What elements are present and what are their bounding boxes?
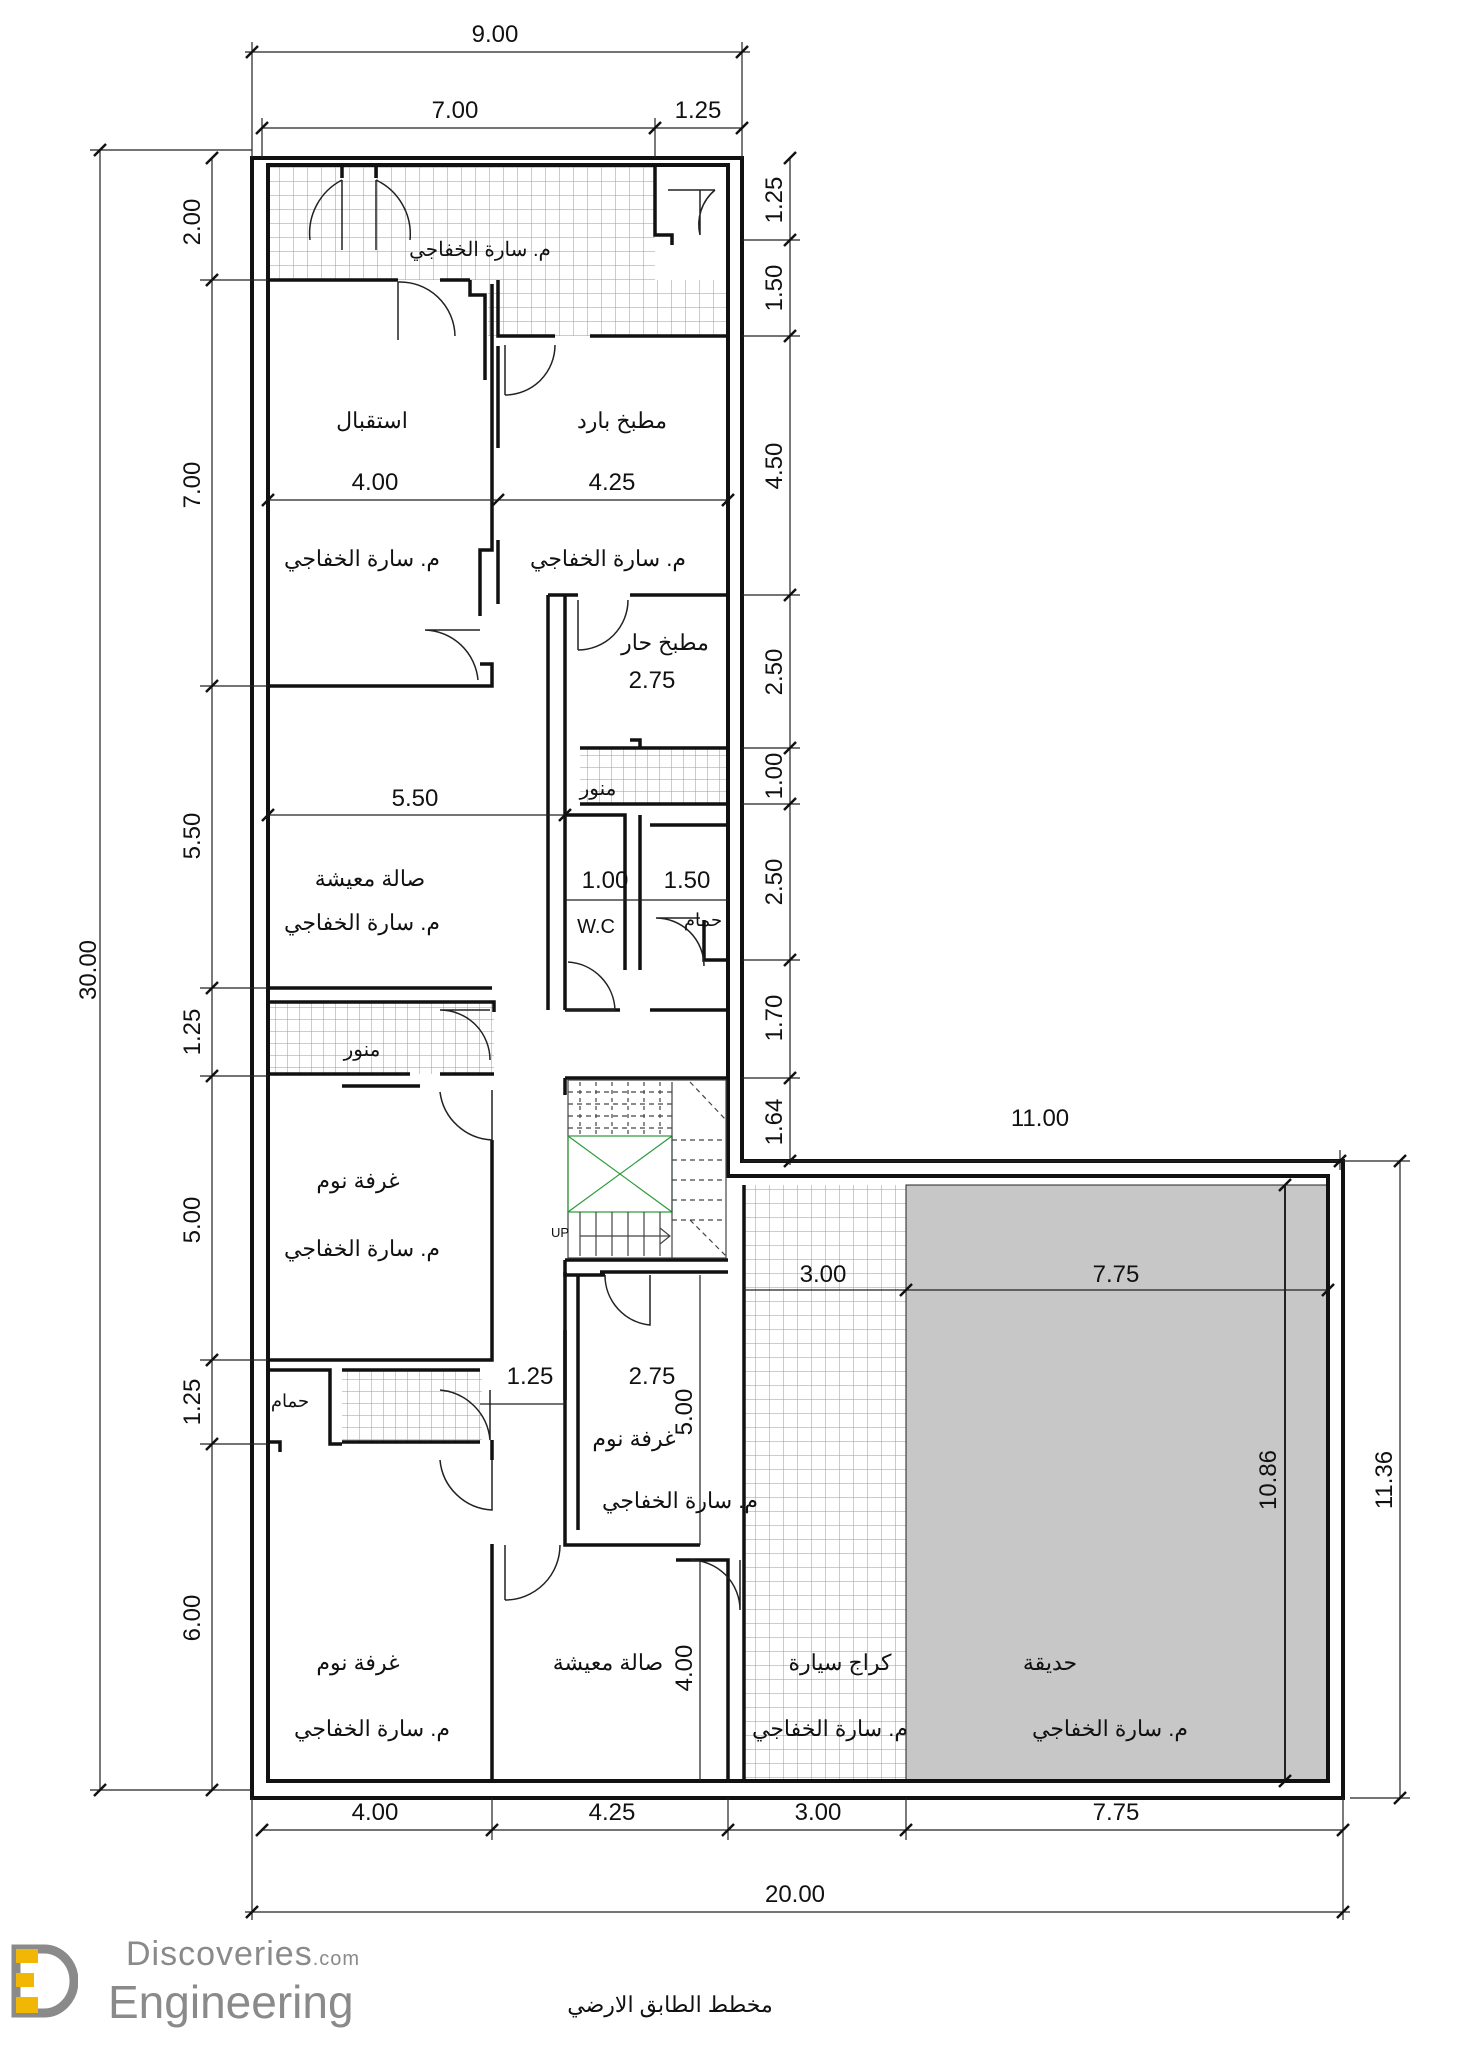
dim-living1-w: 5.50 [392,785,439,812]
label-wc: W.C [577,916,615,938]
dim-bottom-1: 4.00 [352,1799,399,1826]
dim-left-1: 2.00 [179,199,206,246]
label-living-1: صالة معيشة [315,866,425,891]
dim-right-6: 2.50 [761,859,788,906]
dim-top-b: 1.25 [675,97,722,124]
dim-wc-w: 1.00 [582,867,629,894]
dim-left-3: 5.50 [179,813,206,860]
garden-area [905,1184,1329,1782]
label-bedroom-2: غرفة نوم [316,1650,399,1676]
label-hot-kitchen: مطبخ حار [620,630,709,656]
dim-bed3-w: 2.75 [629,1363,676,1390]
dim-right-5: 1.00 [761,753,788,800]
label-garden: حديقة [1023,1650,1077,1675]
dim-top-a: 7.00 [432,97,479,124]
corridor-tiles [342,1370,482,1442]
dim-garage-w: 3.00 [800,1261,847,1288]
note-kitchen: م. سارة الخفاجي [530,546,686,572]
dim-left-2: 7.00 [179,462,206,509]
dim-right-8: 1.64 [761,1099,788,1146]
note-garden: م. سارة الخفاجي [1032,1716,1188,1742]
dim-top-total: 9.00 [472,21,519,48]
tiled-areas [268,165,906,1781]
dim-ext-top: 11.00 [1011,1105,1069,1132]
room-labels: استقبال مطبخ بارد مطبخ حار منور صالة معي… [271,408,1077,1676]
dim-left-6: 1.25 [179,1379,206,1426]
dim-hot-kitchen-w: 2.75 [629,667,676,694]
staircase [567,1079,727,1259]
dim-cold-kitchen-w: 4.25 [589,469,636,496]
dim-left-4: 1.25 [179,1009,206,1056]
note-bedroom-1: م. سارة الخفاجي [284,1236,440,1262]
label-garage: كراج سيارة [789,1650,892,1676]
dim-bed3-h: 5.00 [671,1389,698,1436]
light-well-1-tiles [580,748,726,804]
entrance-tiles-2 [488,280,728,336]
dim-bottom-4: 7.75 [1093,1799,1140,1826]
label-living-2: صالة معيشة [553,1650,663,1675]
note-entrance: م. سارة الخفاجي [409,239,551,261]
light-well-2-tiles [268,1002,494,1074]
label-cold-kitchen: مطبخ بارد [577,408,667,434]
dim-ext-right-inner: 10.86 [1255,1450,1282,1510]
author-notes: م. سارة الخفاجي م. سارة الخفاجي م. سارة … [284,239,1188,1742]
watermark-top: Discoveries.com [126,1935,361,1973]
note-bedroom-3: م. سارة الخفاجي [602,1488,758,1514]
label-bedroom-3: غرفة نوم [592,1426,675,1452]
dim-ticks [93,45,1407,1919]
dim-left-5: 5.00 [179,1197,206,1244]
entrance-tiles [270,165,655,280]
label-light-well-1: منور [579,778,617,800]
plan-title: مخطط الطابق الارضي [567,1992,773,2017]
dim-right-2: 1.50 [761,265,788,312]
dim-ext-right-outer: 11.36 [1371,1451,1398,1509]
note-reception: م. سارة الخفاجي [284,546,440,572]
note-bedroom-2: م. سارة الخفاجي [294,1716,450,1742]
dim-bottom-2: 4.25 [589,1799,636,1826]
dim-bottom-total: 20.00 [765,1881,825,1908]
watermark-logo: Discoveries.com Engineering [8,1935,408,2028]
watermark-bottom: Engineering [108,1976,354,2028]
dim-corridor-w: 1.25 [507,1363,554,1390]
dim-bottom-3: 3.00 [795,1799,842,1826]
dim-garden-w: 7.75 [1093,1261,1140,1288]
label-bath-1: حمام [684,910,722,931]
label-bedroom-1: غرفة نوم [316,1168,399,1194]
dim-left-total: 30.00 [75,940,102,1000]
label-up: UP [551,1225,569,1240]
dim-left-7: 6.00 [179,1595,206,1642]
label-light-well-2: منور [343,1039,381,1061]
inner-wall-outline [266,163,1330,1783]
dim-right-4: 2.50 [761,649,788,696]
dim-right-1: 1.25 [761,177,788,224]
doors [308,179,741,1611]
label-bath-2: حمام [271,1391,309,1412]
exterior-dim-lines [90,42,1410,1920]
note-living-1: م. سارة الخفاجي [284,910,440,936]
note-garage: م. سارة الخفاجي [752,1716,908,1742]
dimension-labels: 9.00 7.00 1.25 30.00 2.00 7.00 5.50 1.25… [75,21,1398,1908]
interior-walls [266,165,746,1781]
dim-bath1-w: 1.50 [664,867,711,894]
logo-mark-icon [11,1944,78,2018]
garage-tiles [744,1185,906,1781]
dim-reception-w: 4.00 [352,469,399,496]
dim-living2-h: 4.00 [671,1645,698,1692]
label-reception: استقبال [336,408,408,433]
dim-right-7: 1.70 [761,995,788,1042]
dim-right-3: 4.50 [761,443,788,490]
